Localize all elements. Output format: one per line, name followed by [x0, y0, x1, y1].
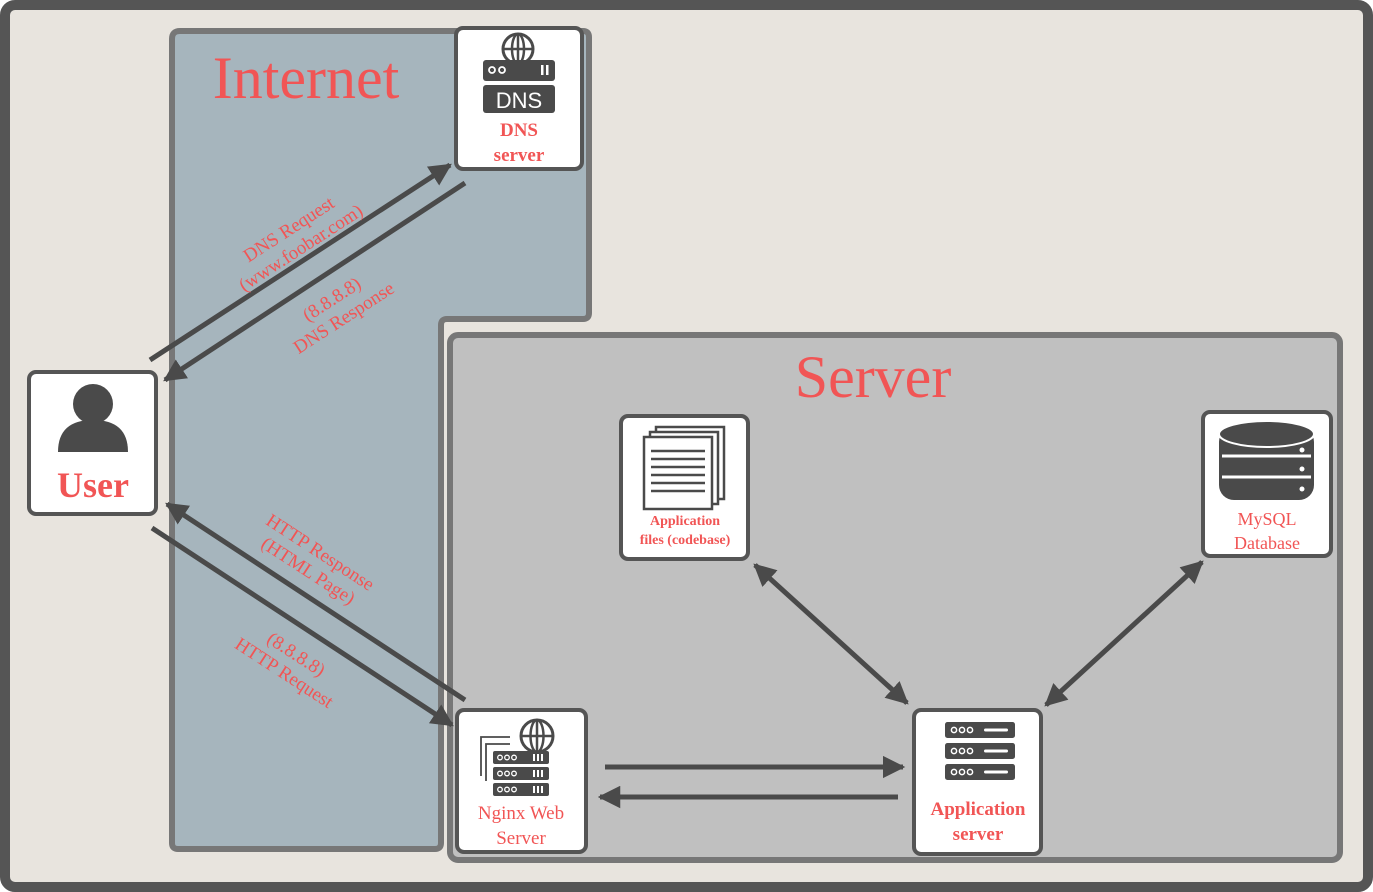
node-application-files: Application files (codebase) [619, 414, 750, 561]
arrow-http-request [150, 525, 454, 728]
node-nginx-web-server: Nginx Web Server [455, 708, 588, 854]
node-application-server: Application server [912, 708, 1043, 856]
dns-badge-text: DNS [496, 88, 542, 113]
web-server-icon [480, 718, 555, 796]
application-server-label-line2: server [953, 824, 1004, 845]
server-zone-label: Server [795, 344, 952, 410]
app-server-icon [945, 722, 1015, 780]
arrow-files-app [753, 563, 909, 705]
node-user: User [27, 370, 158, 516]
arrow-dns-response [163, 180, 467, 383]
mysql-label-line1: MySQL [1237, 509, 1296, 529]
arrow-dns-request [148, 162, 452, 363]
user-label: User [57, 465, 129, 505]
dns-server-label-line2: server [494, 145, 545, 166]
database-icon [1218, 420, 1315, 500]
internet-zone-label: Internet [213, 45, 400, 111]
user-icon [58, 384, 128, 452]
nginx-label-line1: Nginx Web [478, 803, 564, 824]
node-dns-server: DNS DNS server [454, 26, 584, 171]
application-files-label-line1: Application [650, 514, 720, 529]
application-server-label-line1: Application [930, 799, 1025, 820]
files-icon [642, 425, 726, 511]
nginx-label-line2: Server [496, 828, 546, 849]
internet-zone [169, 28, 592, 852]
node-mysql-database: MySQL Database [1201, 410, 1333, 558]
arrows [148, 162, 1204, 809]
application-files-label-line2: files (codebase) [640, 533, 731, 548]
dns-server-icon: DNS [483, 32, 555, 113]
arrow-http-response [165, 501, 467, 703]
arrow-db-app [1044, 560, 1204, 707]
mysql-label-line2: Database [1234, 533, 1300, 553]
dns-server-label-line1: DNS [500, 120, 538, 141]
